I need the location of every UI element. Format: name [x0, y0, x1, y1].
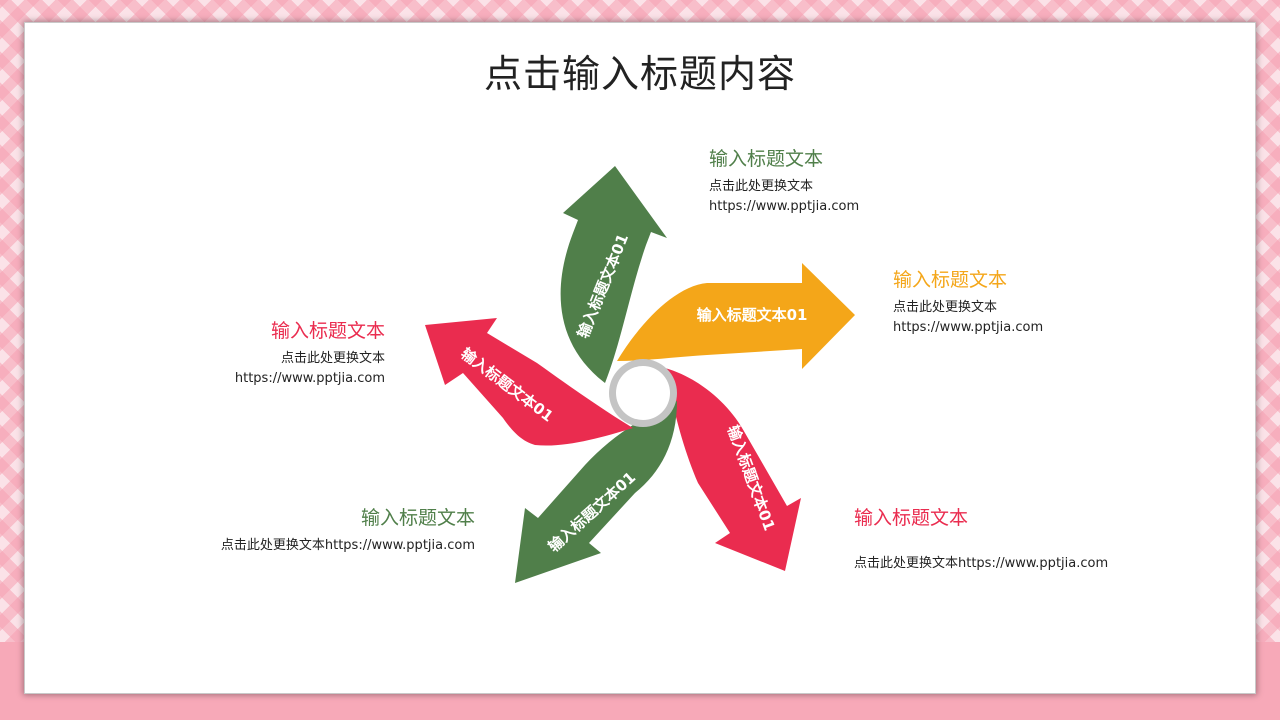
- block-top-line2[interactable]: https://www.pptjia.com: [709, 199, 860, 214]
- arrow-right-orange[interactable]: 输入标题文本01: [617, 263, 855, 369]
- block-right-line1[interactable]: 点击此处更换文本: [893, 300, 998, 315]
- slide-canvas: 点击输入标题内容 输入标题文本01 输入标题文本01 输入标题文本01 输入标题…: [25, 23, 1255, 693]
- page-title[interactable]: 点击输入标题内容: [483, 52, 796, 96]
- text-block-top: 输入标题文本 点击此处更换文本 https://www.pptjia.com: [709, 147, 1009, 217]
- arrow-up-green[interactable]: 输入标题文本01: [560, 166, 667, 383]
- text-block-bottom-left: 输入标题文本 点击此处更换文本https://www.pptjia.com: [175, 506, 475, 556]
- center-ring: [609, 359, 677, 427]
- block-bottom-left-line1[interactable]: 点击此处更换文本https://www.pptjia.com: [220, 538, 475, 553]
- text-block-right: 输入标题文本 点击此处更换文本 https://www.pptjia.com: [893, 268, 1193, 338]
- block-left-line2[interactable]: https://www.pptjia.com: [234, 371, 385, 386]
- block-left-title[interactable]: 输入标题文本: [270, 320, 385, 342]
- block-left-line1[interactable]: 点击此处更换文本: [280, 351, 385, 366]
- arrow-label-2: 输入标题文本01: [697, 306, 808, 324]
- block-bottom-right-line1[interactable]: 点击此处更换文本https://www.pptjia.com: [854, 556, 1109, 571]
- block-right-title[interactable]: 输入标题文本: [893, 269, 1008, 291]
- block-bottom-right-title[interactable]: 输入标题文本: [854, 507, 969, 529]
- pinwheel-diagram: 输入标题文本01 输入标题文本01 输入标题文本01 输入标题文本01 输入标题…: [425, 166, 855, 583]
- block-top-title[interactable]: 输入标题文本: [709, 148, 824, 170]
- arrow-down-red[interactable]: 输入标题文本01: [665, 368, 801, 571]
- text-block-bottom-right: 输入标题文本 点击此处更换文本https://www.pptjia.com: [854, 506, 1184, 574]
- block-top-line1[interactable]: 点击此处更换文本: [709, 179, 814, 194]
- text-block-left: 输入标题文本 点击此处更换文本 https://www.pptjia.com: [85, 319, 385, 389]
- block-bottom-left-title[interactable]: 输入标题文本: [360, 507, 475, 529]
- block-right-line2[interactable]: https://www.pptjia.com: [893, 320, 1044, 335]
